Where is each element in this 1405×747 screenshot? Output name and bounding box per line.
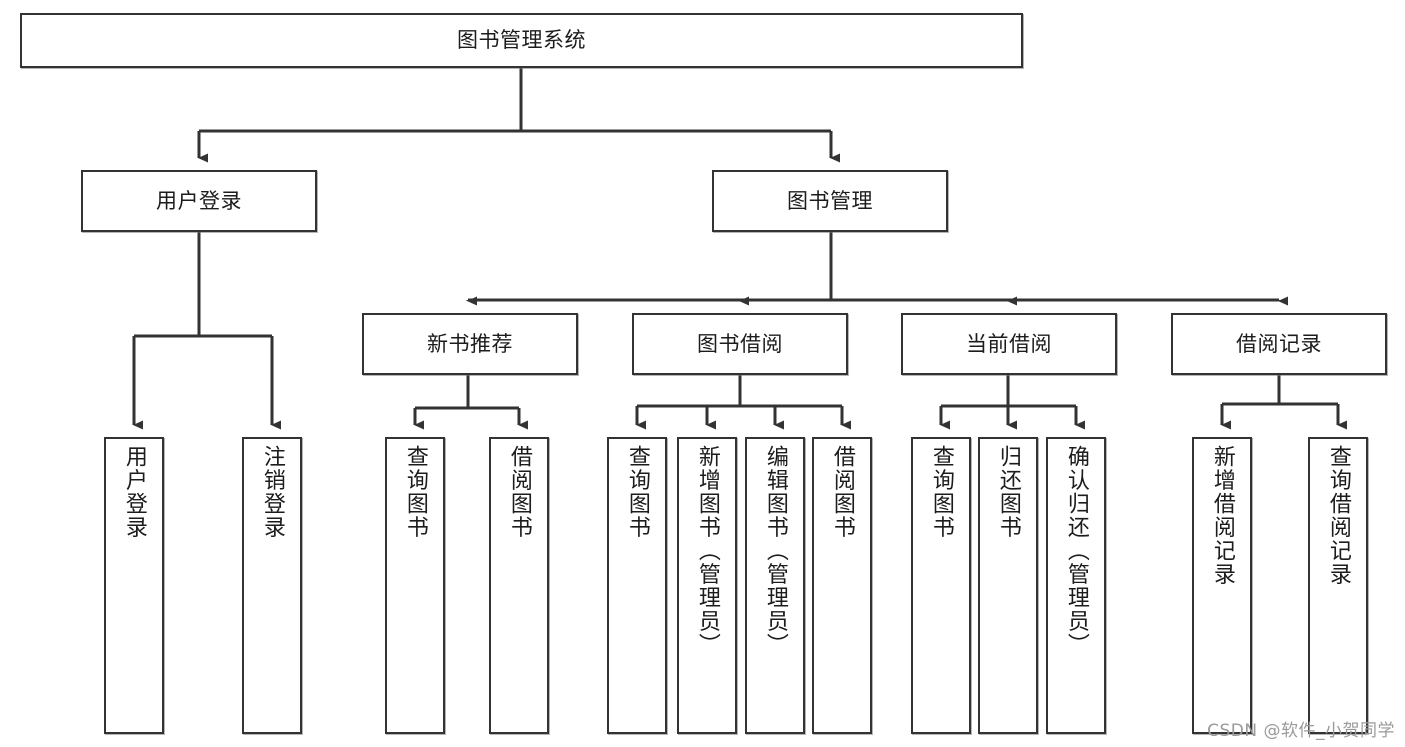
leaf-borrow-query-book[interactable]: 查询图书 bbox=[607, 437, 667, 734]
leaf-record-add-record[interactable]: 新增借阅记录 bbox=[1192, 437, 1252, 734]
node-label: 注销登录 bbox=[259, 445, 285, 539]
node-label: 新书推荐 bbox=[427, 331, 513, 356]
leaf-current-confirm-return[interactable]: 确认归还（管理员） bbox=[1046, 437, 1106, 734]
leaf-recommend-query-book[interactable]: 查询图书 bbox=[385, 437, 445, 734]
node-label: 确认归还（管理员） bbox=[1063, 445, 1089, 657]
node-label: 借阅记录 bbox=[1236, 331, 1322, 356]
leaf-user-login-login[interactable]: 用户登录 bbox=[104, 437, 164, 734]
node-label: 用户登录 bbox=[121, 445, 147, 539]
leaf-current-return-book[interactable]: 归还图书 bbox=[978, 437, 1038, 734]
leaf-user-login-logout[interactable]: 注销登录 bbox=[242, 437, 302, 734]
node-label: 图书借阅 bbox=[697, 331, 783, 356]
node-label: 借阅图书 bbox=[829, 445, 855, 539]
node-label: 图书管理系统 bbox=[457, 28, 586, 53]
node-label: 用户登录 bbox=[156, 188, 242, 213]
node-label: 查询图书 bbox=[402, 445, 428, 539]
node-user-login[interactable]: 用户登录 bbox=[81, 170, 317, 232]
leaf-borrow-add-book[interactable]: 新增图书（管理员） bbox=[677, 437, 737, 734]
node-book-management[interactable]: 图书管理 bbox=[712, 170, 948, 232]
node-label: 查询图书 bbox=[624, 445, 650, 539]
node-label: 编辑图书（管理员） bbox=[762, 445, 788, 657]
node-label: 归还图书 bbox=[995, 445, 1021, 539]
leaf-borrow-borrow-book[interactable]: 借阅图书 bbox=[812, 437, 872, 734]
node-label: 借阅图书 bbox=[506, 445, 532, 539]
node-label: 图书管理 bbox=[787, 188, 873, 213]
node-label: 新增借阅记录 bbox=[1209, 445, 1235, 586]
node-new-book-recommend[interactable]: 新书推荐 bbox=[362, 313, 578, 375]
leaf-current-query-book[interactable]: 查询图书 bbox=[911, 437, 971, 734]
leaf-recommend-borrow-book[interactable]: 借阅图书 bbox=[489, 437, 549, 734]
node-root-system[interactable]: 图书管理系统 bbox=[20, 13, 1023, 68]
leaf-borrow-edit-book[interactable]: 编辑图书（管理员） bbox=[745, 437, 805, 734]
node-label: 当前借阅 bbox=[966, 331, 1052, 356]
node-current-borrow[interactable]: 当前借阅 bbox=[901, 313, 1117, 375]
node-book-borrow[interactable]: 图书借阅 bbox=[632, 313, 848, 375]
node-label: 查询借阅记录 bbox=[1325, 445, 1351, 586]
node-label: 查询图书 bbox=[928, 445, 954, 539]
watermark-text: CSDN @软件_小贺同学 bbox=[1207, 721, 1395, 741]
node-borrow-record[interactable]: 借阅记录 bbox=[1171, 313, 1387, 375]
node-label: 新增图书（管理员） bbox=[694, 445, 720, 657]
leaf-record-query-record[interactable]: 查询借阅记录 bbox=[1308, 437, 1368, 734]
